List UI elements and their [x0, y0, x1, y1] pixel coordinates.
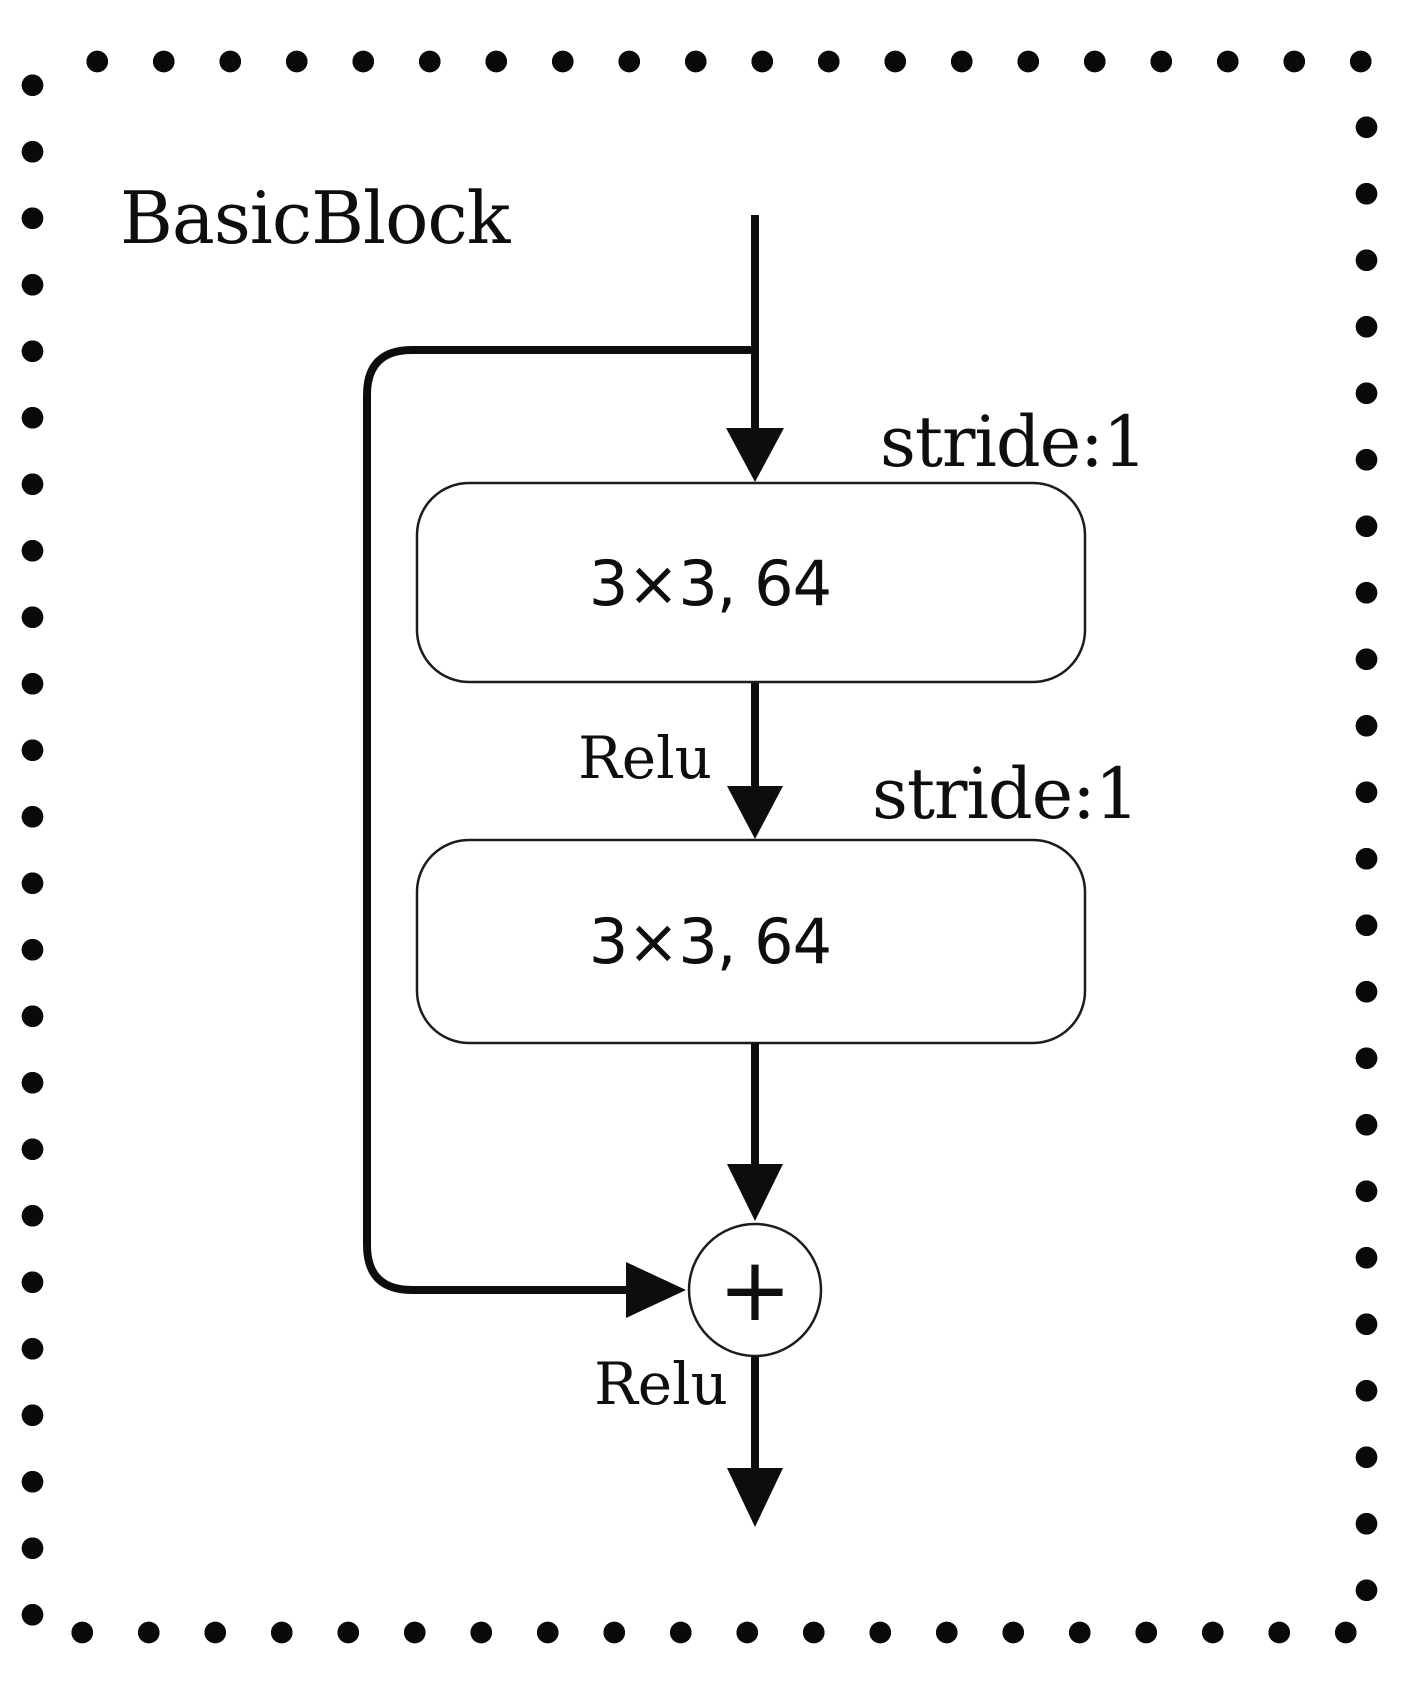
relu-out-label: Relu: [594, 1350, 728, 1418]
skip-connection-path: [363, 346, 755, 1294]
output-arrowhead-icon: [727, 1468, 783, 1527]
add-operator: +: [718, 1238, 792, 1341]
conv2-add-arrowhead-icon: [727, 1164, 783, 1221]
dotted-border-left: [21, 52, 44, 1648]
skip-arrowhead-icon: [626, 1262, 686, 1318]
relu-mid-label: Relu: [578, 724, 712, 792]
input-arrowhead-icon: [726, 428, 784, 482]
conv1-box: [415, 481, 1087, 684]
conv1-conv2-arrowhead-icon: [727, 786, 783, 839]
conv2-label: 3×3, 64: [589, 905, 831, 978]
diagram-title: BasicBlock: [120, 176, 512, 260]
conv1-stride-annotation: stride:1: [880, 401, 1146, 483]
dotted-border-bottom: [49, 1621, 1380, 1644]
conv1-label: 3×3, 64: [589, 547, 831, 620]
dotted-border-right: [1355, 94, 1378, 1624]
conv2-stride-annotation: stride:1: [872, 753, 1138, 835]
dotted-border-top: [64, 50, 1395, 73]
